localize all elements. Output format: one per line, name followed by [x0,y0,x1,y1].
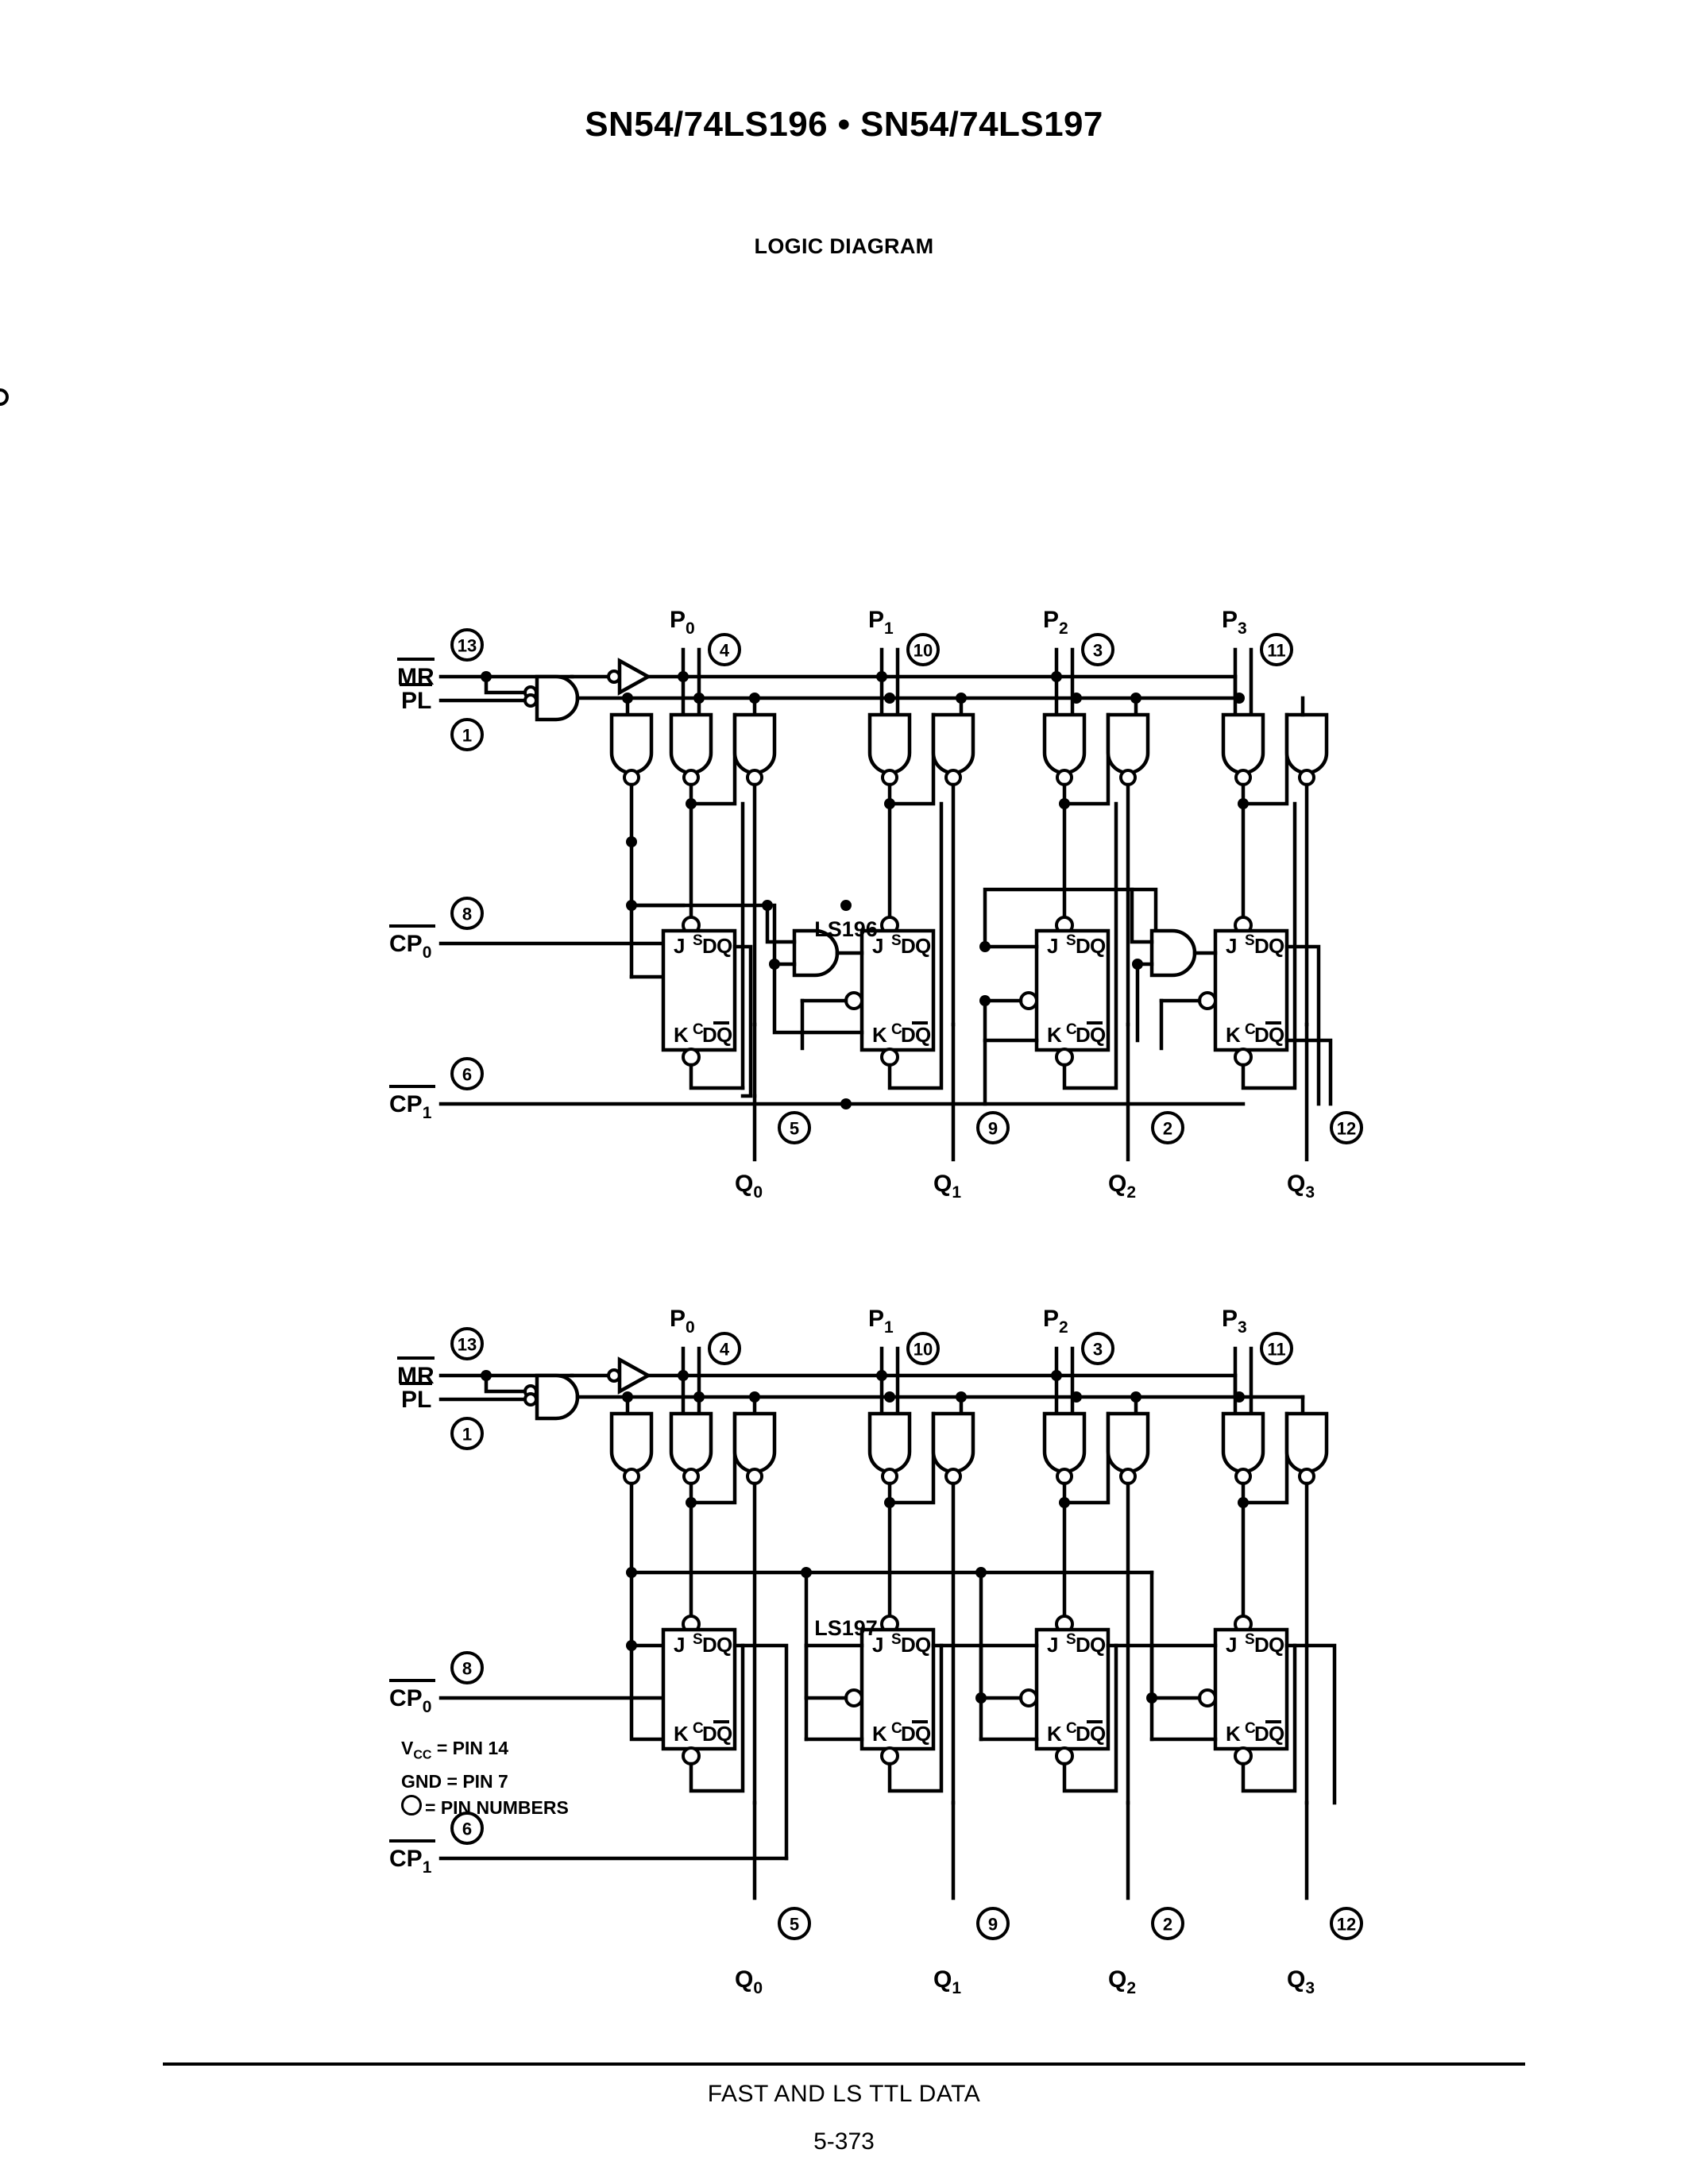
svg-text:D: D [1076,934,1091,958]
pin-5: 5 [778,1907,811,1940]
svg-text:D: D [1254,1023,1269,1047]
svg-text:J: J [674,1633,685,1657]
ls196-caption: LS196 [814,917,878,941]
svg-text:D: D [702,1633,717,1657]
label-cp1: CP1 [389,1846,432,1877]
svg-text:6: 6 [462,1065,472,1085]
svg-text:5: 5 [790,1915,799,1935]
svg-text:Q: Q [1090,1633,1106,1657]
section-title: LOGIC DIAGRAM [754,234,934,258]
svg-text:K: K [1047,1023,1062,1047]
svg-text:C: C [1066,1021,1077,1038]
note-pin-numbers: = PIN NUMBERS [401,1794,569,1821]
svg-text:J: J [674,934,685,958]
svg-text:9: 9 [988,1915,998,1935]
pin-notes: VCC = PIN 14 GND = PIN 7 = PIN NUMBERS [401,1735,569,1821]
svg-text:S: S [1245,932,1255,949]
svg-text:S: S [891,932,902,949]
svg-text:C: C [1245,1720,1256,1737]
svg-text:Q: Q [717,1023,732,1047]
svg-text:6: 6 [462,1819,472,1839]
svg-text:Q: Q [717,1633,732,1657]
pin-12: 12 [1330,1907,1363,1940]
svg-text:D: D [1254,1722,1269,1746]
label-q1: Q1 [933,1966,961,1997]
svg-text:J: J [872,1633,883,1657]
svg-text:Q: Q [717,1722,732,1746]
svg-text:J: J [1047,1633,1058,1657]
pin-2: 2 [1151,1907,1184,1940]
svg-text:D: D [901,1722,916,1746]
svg-text:C: C [891,1720,902,1737]
svg-text:S: S [1066,932,1076,949]
svg-text:D: D [702,934,717,958]
svg-text:D: D [901,1023,916,1047]
svg-text:S: S [1245,1631,1255,1648]
svg-text:Q: Q [1090,934,1106,958]
svg-text:K: K [1226,1023,1241,1047]
svg-text:S: S [891,1631,902,1648]
logic-diagram-ls196: J S D Q K C D Q J S [0,388,1333,1162]
page-title: SN54/74LS196 • SN54/74LS197 [585,105,1103,144]
note-gnd: GND = PIN 7 [401,1770,508,1792]
svg-text:D: D [1076,1633,1091,1657]
svg-text:Q: Q [1269,1722,1284,1746]
svg-text:D: D [702,1023,717,1047]
svg-text:C: C [693,1720,704,1737]
svg-text:S: S [693,932,703,949]
svg-text:D: D [1076,1023,1091,1047]
label-q2: Q2 [1108,1966,1136,1997]
logic-diagram-ls197: J S D Q K C D Q J S D Q K C D Q [438,1346,1337,1861]
svg-text:K: K [674,1722,689,1746]
svg-text:Q: Q [1090,1722,1106,1746]
svg-text:12: 12 [1337,1915,1356,1935]
svg-text:Q: Q [915,1722,931,1746]
footer-divider [163,2062,1525,2066]
svg-text:J: J [1226,934,1237,958]
label-q0: Q0 [735,1966,763,1997]
svg-text:Q: Q [1090,1023,1106,1047]
pin-6: 6 [450,1057,484,1090]
svg-text:K: K [872,1722,887,1746]
svg-text:J: J [872,934,883,958]
svg-text:C: C [693,1021,704,1038]
svg-text:C: C [1245,1021,1256,1038]
svg-text:D: D [901,934,916,958]
note-vcc: VCC = PIN 14 [401,1738,508,1762]
svg-text:Q: Q [1269,1633,1284,1657]
svg-text:Q: Q [1269,1023,1284,1047]
footer-page-number: 5-373 [813,2128,875,2155]
svg-text:C: C [891,1021,902,1038]
svg-text:J: J [1047,934,1058,958]
svg-text:Q: Q [1269,934,1284,958]
svg-text:D: D [1076,1722,1091,1746]
svg-text:K: K [1226,1722,1241,1746]
svg-text:Q: Q [915,1633,931,1657]
svg-text:D: D [1254,1633,1269,1657]
svg-text:D: D [901,1633,916,1657]
label-q3: Q3 [1287,1966,1315,1997]
svg-text:2: 2 [1163,1915,1172,1935]
ls197-caption: LS197 [814,1616,878,1640]
pin-circle-icon [401,1794,422,1815]
svg-text:S: S [1066,1631,1076,1648]
svg-text:D: D [702,1722,717,1746]
svg-text:S: S [693,1631,703,1648]
svg-text:K: K [1047,1722,1062,1746]
svg-text:J: J [1226,1633,1237,1657]
footer-title: FAST AND LS TTL DATA [707,2081,981,2107]
svg-text:Q: Q [915,1023,931,1047]
svg-text:Q: Q [915,934,931,958]
svg-text:D: D [1254,934,1269,958]
svg-text:Q: Q [717,934,732,958]
svg-text:C: C [1066,1720,1077,1737]
svg-text:K: K [674,1023,689,1047]
svg-text:K: K [872,1023,887,1047]
pin-9: 9 [976,1907,1010,1940]
